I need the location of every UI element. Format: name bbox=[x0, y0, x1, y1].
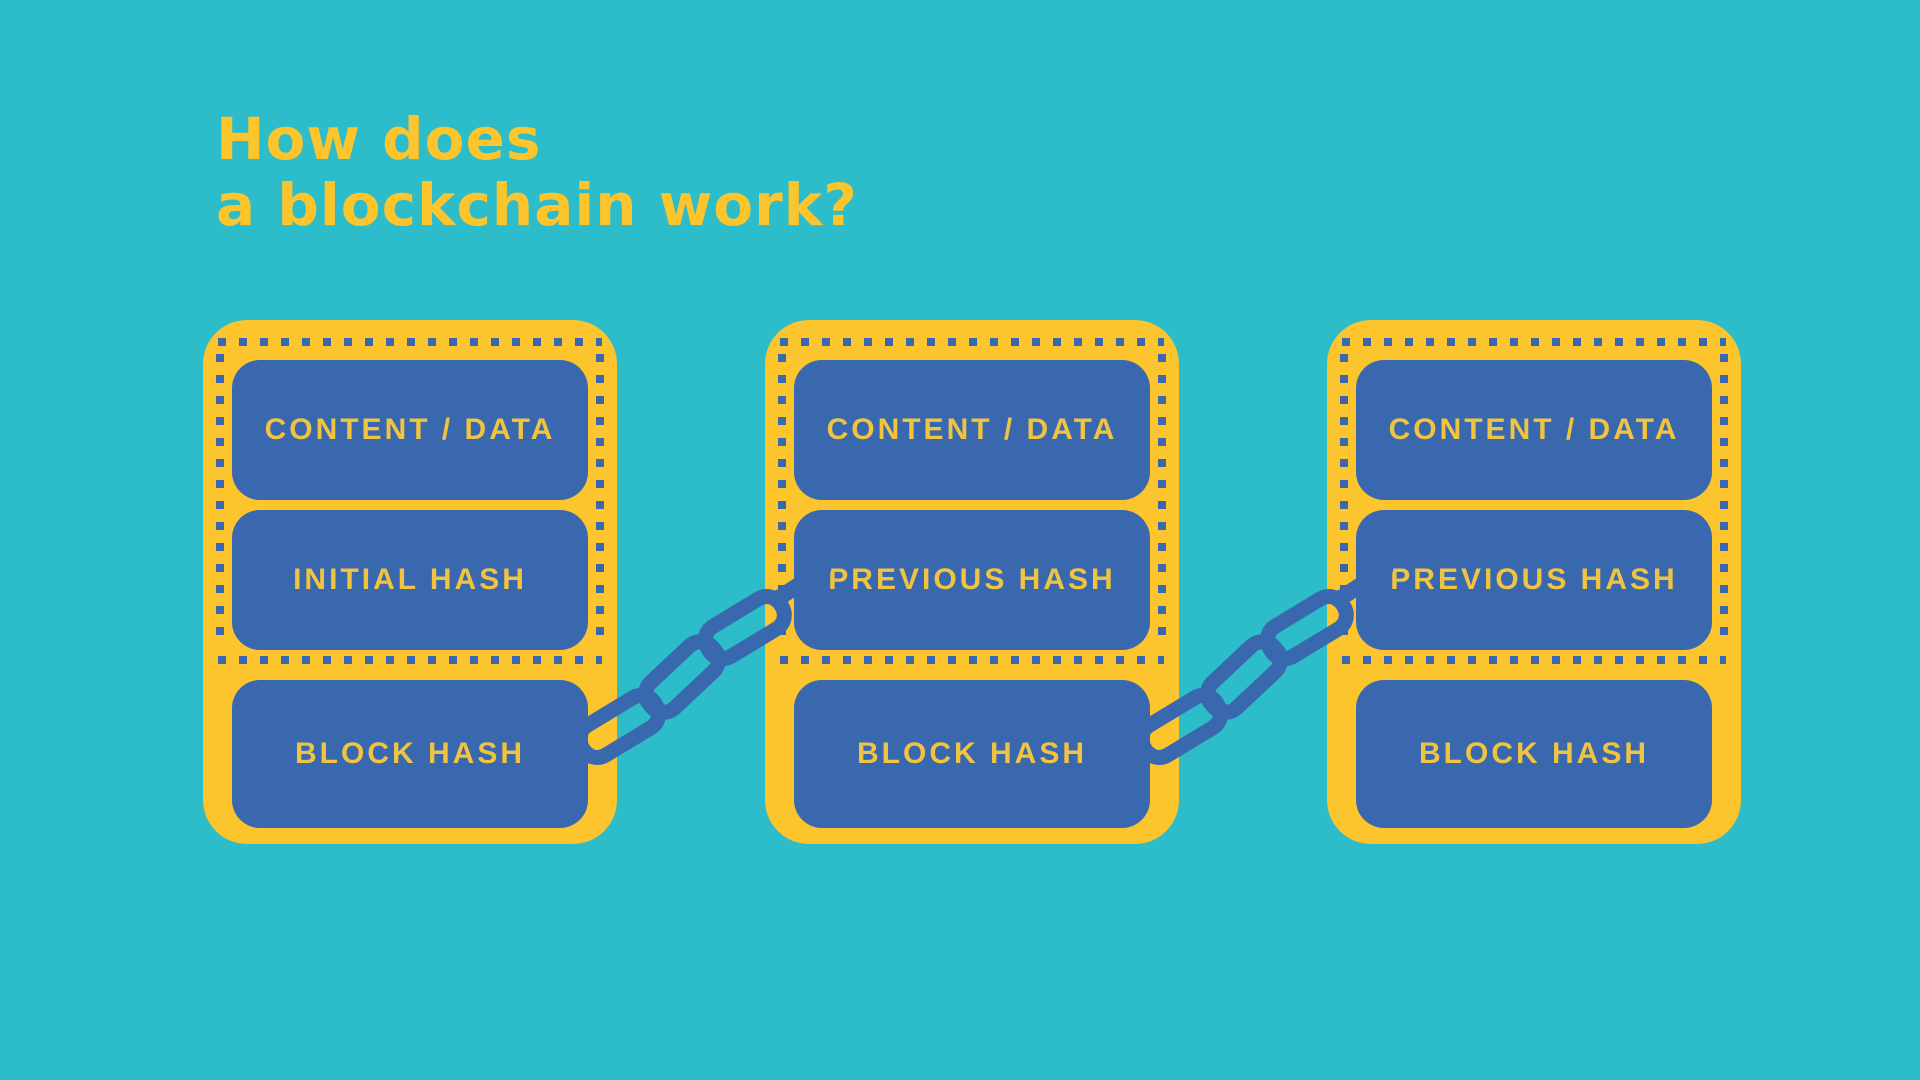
block-2-content-data-label: CONTENT / DATA bbox=[826, 413, 1118, 446]
block-2-block-hash-box: BLOCK HASH bbox=[794, 680, 1150, 828]
block-3-previous-hash-label: PREVIOUS HASH bbox=[1390, 563, 1678, 596]
block-1-initial-hash-box: INITIAL HASH bbox=[232, 510, 588, 650]
blockchain-block-1: CONTENT / DATA INITIAL HASH BLOCK HASH bbox=[203, 320, 617, 844]
blockchain-block-3: CONTENT / DATA PREVIOUS HASH BLOCK HASH bbox=[1327, 320, 1741, 844]
block-3-content-data-label: CONTENT / DATA bbox=[1388, 413, 1680, 446]
dotted-border-left bbox=[216, 354, 224, 648]
block-3-block-hash-box: BLOCK HASH bbox=[1356, 680, 1712, 828]
block-2-previous-hash-box: PREVIOUS HASH bbox=[794, 510, 1150, 650]
block-2-content-data-box: CONTENT / DATA bbox=[794, 360, 1150, 500]
block-3-content-data-box: CONTENT / DATA bbox=[1356, 360, 1712, 500]
blockchain-block-2: CONTENT / DATA PREVIOUS HASH BLOCK HASH bbox=[765, 320, 1179, 844]
block-3-previous-hash-box: PREVIOUS HASH bbox=[1356, 510, 1712, 650]
title-line-2: a blockchain work? bbox=[216, 171, 858, 239]
dotted-border-right bbox=[1720, 354, 1728, 648]
block-2-block-hash-label: BLOCK HASH bbox=[857, 737, 1087, 770]
block-1-block-hash-label: BLOCK HASH bbox=[295, 737, 525, 770]
block-3-block-hash-label: BLOCK HASH bbox=[1419, 737, 1649, 770]
chain-link-icon bbox=[1094, 560, 1394, 794]
block-1-content-data-label: CONTENT / DATA bbox=[264, 413, 556, 446]
chain-link-icon bbox=[532, 560, 832, 794]
block-1-block-hash-box: BLOCK HASH bbox=[232, 680, 588, 828]
dotted-border-top bbox=[218, 338, 602, 346]
title-line-1: How does bbox=[216, 105, 542, 173]
block-1-content-data-box: CONTENT / DATA bbox=[232, 360, 588, 500]
page-title: How does a blockchain work? bbox=[216, 106, 858, 238]
block-1-initial-hash-label: INITIAL HASH bbox=[293, 563, 527, 596]
dotted-border-top bbox=[1342, 338, 1726, 346]
block-2-previous-hash-label: PREVIOUS HASH bbox=[828, 563, 1116, 596]
dotted-border-top bbox=[780, 338, 1164, 346]
